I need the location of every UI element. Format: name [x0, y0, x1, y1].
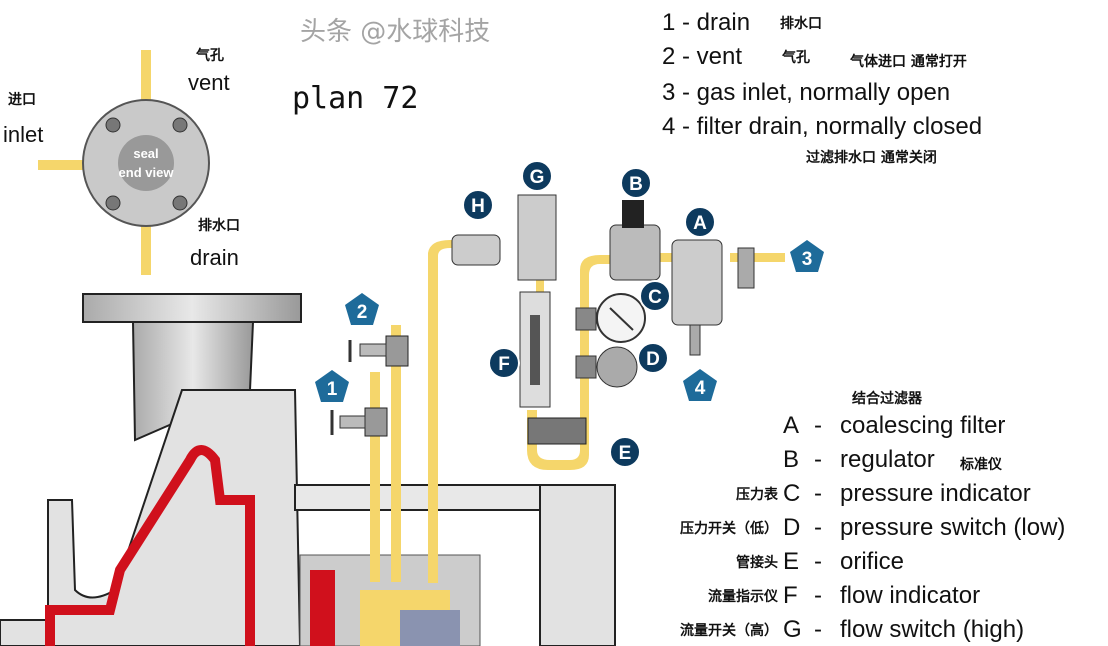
marker-label: F [498, 354, 510, 375]
marker-f: F [488, 347, 520, 379]
vent-label: vent [188, 70, 230, 95]
marker-g: G [521, 160, 553, 192]
component-a: A-coalescing filter [783, 412, 1005, 439]
marker-label: D [646, 349, 660, 370]
component-letter: F [783, 582, 798, 609]
drain-label: drain [190, 245, 239, 270]
vent-cn-label: 气孔 [195, 47, 224, 64]
component-f: F-flow indicator 流量指示仪 [708, 582, 980, 609]
components-heading: 结合过滤器 [852, 390, 923, 407]
component-letter: A [783, 412, 799, 439]
component-b: B-regulator 标准仪 [783, 446, 1003, 473]
legend-3: 3 - gas inlet, normally open [662, 79, 950, 106]
marker-label: 1 [327, 379, 338, 400]
marker-label: H [471, 196, 485, 217]
component-g: G-flow switch (high) 流量开关（高） [680, 616, 1024, 643]
component-letter: B [783, 446, 799, 473]
marker-3: 3 [790, 240, 824, 272]
watermark: 头条 @水球科技 [300, 17, 490, 47]
component-letter: G [783, 616, 802, 643]
component-text: coalescing filter [840, 412, 1005, 439]
component-text: orifice [840, 548, 904, 575]
component-text: flow switch (high) [840, 616, 1024, 643]
marker-a: A [684, 206, 716, 238]
marker-label: 3 [802, 249, 813, 270]
component-text: pressure indicator [840, 480, 1031, 507]
component-d: D-pressure switch (low) 压力开关（低） [680, 514, 1065, 541]
dash: - [814, 582, 822, 609]
marker-label: B [629, 174, 643, 195]
seal-end-view: seal end view 气孔 vent 进口 inlet 排水口 drain [3, 47, 240, 275]
dash: - [814, 548, 822, 575]
component-cn: 压力表 [736, 486, 779, 503]
legend-1: 1 - drain [662, 9, 750, 36]
marker-1: 1 [315, 370, 349, 402]
component-cn: 压力开关（低） [680, 520, 778, 537]
dash: - [814, 514, 822, 541]
marker-label: 4 [695, 378, 706, 399]
seal-label: seal [133, 146, 158, 161]
marker-h: H [462, 189, 494, 221]
markers: A B C D E F G H 1 2 3 4 [315, 160, 824, 468]
marker-b: B [620, 167, 652, 199]
legend-1-cn: 排水口 [780, 15, 822, 32]
component-text: flow indicator [840, 582, 980, 609]
component-letter: C [783, 480, 800, 507]
dash: - [814, 412, 822, 439]
marker-label: A [693, 213, 707, 234]
component-e: E-orifice 管接头 [736, 548, 904, 575]
marker-c: C [639, 280, 671, 312]
marker-label: 2 [357, 302, 368, 323]
legend-4: 4 - filter drain, normally closed [662, 113, 982, 140]
marker-4: 4 [683, 369, 717, 401]
component-cn: 标准仪 [959, 456, 1003, 473]
legend-3-cn: 气体进口 通常打开 [849, 53, 967, 70]
marker-d: D [637, 342, 669, 374]
inlet-label: inlet [3, 122, 43, 147]
marker-e: E [609, 436, 641, 468]
legend-4-cn: 过滤排水口 通常关闭 [806, 149, 937, 166]
plan-title: plan 72 [292, 81, 418, 116]
pump-cross-section [0, 293, 616, 646]
component-c: C-pressure indicator 压力表 [736, 480, 1031, 507]
inlet-cn-label: 进口 [8, 92, 36, 108]
marker-label: C [648, 287, 662, 308]
drain-cn-label: 排水口 [198, 217, 240, 234]
dash: - [814, 480, 822, 507]
component-text: pressure switch (low) [840, 514, 1065, 541]
legend-2: 2 - vent [662, 43, 742, 70]
marker-label: G [530, 167, 545, 188]
component-text: regulator [840, 446, 935, 473]
component-cn: 流量开关（高） [680, 622, 778, 639]
dash: - [814, 446, 822, 473]
component-cn: 管接头 [736, 554, 778, 571]
legend-2-cn: 气孔 [781, 49, 810, 66]
component-cn: 流量指示仪 [708, 588, 779, 605]
valves [330, 194, 755, 445]
component-letter: E [783, 548, 799, 575]
end-view-label: end view [119, 165, 175, 180]
dash: - [814, 616, 822, 643]
component-letter: D [783, 514, 800, 541]
connections-legend: 1 - drain 排水口 2 - vent 气孔 气体进口 通常打开 3 - … [662, 9, 982, 166]
marker-label: E [619, 443, 632, 464]
marker-2: 2 [345, 293, 379, 325]
